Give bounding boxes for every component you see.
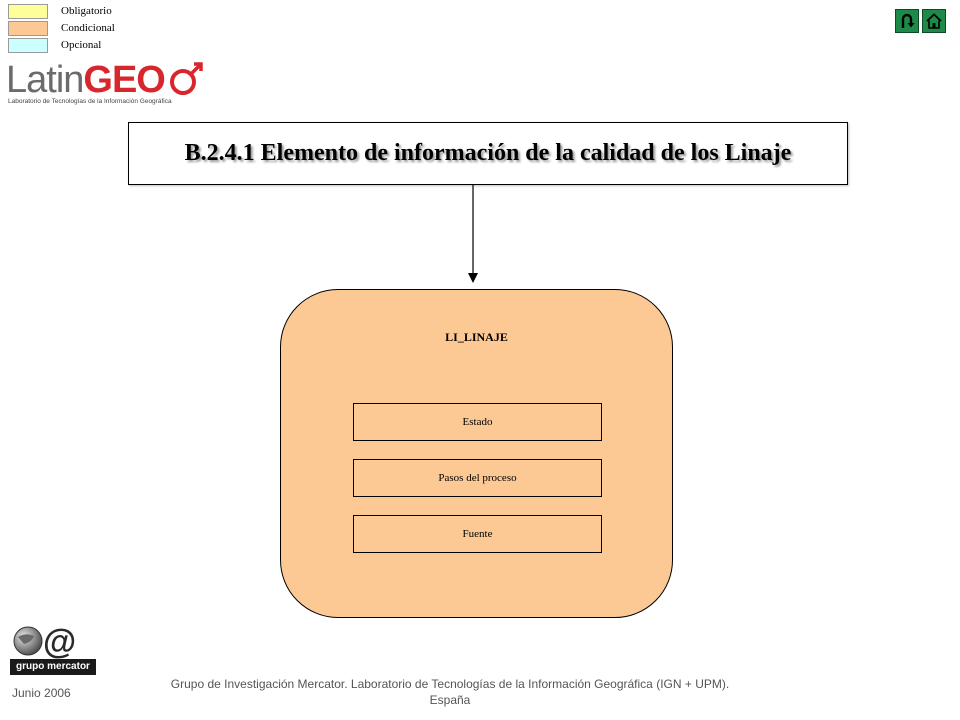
mercator-logo: @ grupo mercator <box>10 622 100 678</box>
svg-text:@: @ <box>43 623 76 660</box>
class-box-li-linaje: LI_LINAJE Estado Pasos del proceso Fuent… <box>280 289 673 618</box>
legend-label: Condicional <box>61 22 115 34</box>
attribute-label: Pasos del proceso <box>438 472 517 484</box>
latingeo-wordmark: LatinGEO <box>6 59 166 101</box>
legend-swatch <box>8 38 48 53</box>
diagram-title: B.2.4.1 Elemento de información de la ca… <box>184 140 792 166</box>
wordmark-part1: Latin <box>6 59 84 101</box>
u-turn-arrow-icon <box>901 13 915 28</box>
attribute-fuente: Fuente <box>353 515 602 553</box>
wordmark-part2: GEO <box>83 59 165 101</box>
home-icon <box>926 13 942 29</box>
home-button[interactable] <box>922 9 946 33</box>
attribute-pasos-del-proceso: Pasos del proceso <box>353 459 602 497</box>
legend-label: Obligatorio <box>61 5 112 17</box>
attribute-label: Fuente <box>462 528 493 540</box>
latingeo-subtitle: Laboratorio de Tecnologías de la Informa… <box>8 98 172 105</box>
class-name: LI_LINAJE <box>445 330 508 344</box>
legend-swatch <box>8 4 48 19</box>
mercator-wordmark: grupo mercator <box>10 659 96 675</box>
attribute-estado: Estado <box>353 403 602 441</box>
legend-swatch <box>8 21 48 36</box>
attribute-label: Estado <box>462 416 493 428</box>
nav-buttons <box>895 9 946 33</box>
footer-line-1: Grupo de Investigación Mercator. Laborat… <box>170 677 730 691</box>
footer-line-2: España <box>429 693 471 707</box>
footer-credits: Grupo de Investigación Mercator. Laborat… <box>130 676 770 708</box>
legend-label: Opcional <box>61 39 102 51</box>
footer-date: Junio 2006 <box>12 686 71 700</box>
gender-symbol-icon <box>170 62 203 95</box>
diagram-title-box: B.2.4.1 Elemento de información de la ca… <box>128 122 848 185</box>
latingeo-logo: LatinGEO Laboratorio de Tecnologías de l… <box>6 60 206 110</box>
back-button[interactable] <box>895 9 919 33</box>
globe-at-icon: @ <box>13 623 76 660</box>
